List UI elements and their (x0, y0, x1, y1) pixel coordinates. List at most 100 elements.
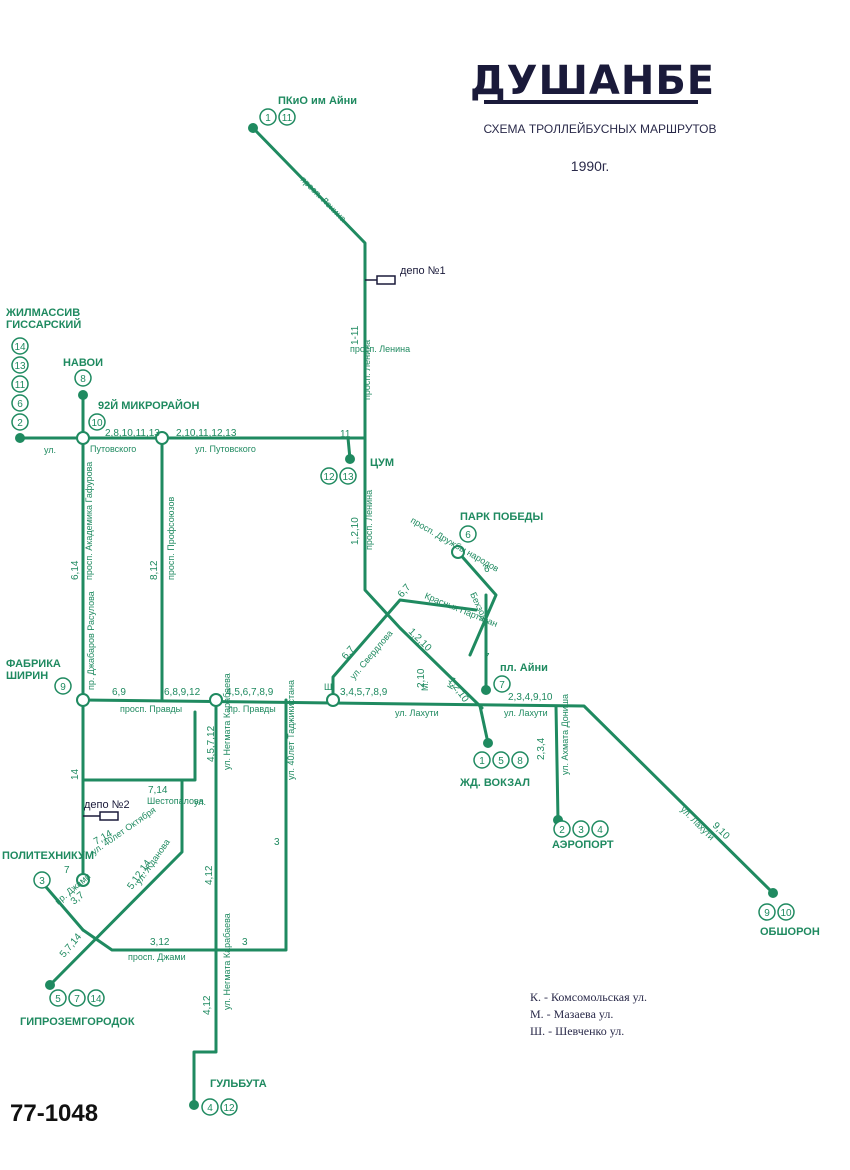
route-badge-number: 11 (15, 380, 26, 391)
route-numbers-label: 1,2,10 (446, 675, 471, 704)
route-badge-number: 7 (499, 680, 505, 691)
street-label: К. (445, 679, 458, 691)
line-lenina (251, 126, 484, 710)
route-badge-number: 9 (60, 682, 66, 693)
line-dzhami (38, 878, 85, 932)
route-badge (758, 903, 776, 921)
terminal-dot-gulbuta (189, 1100, 199, 1110)
route-badge-number: 13 (342, 472, 354, 483)
route-numbers-label: 9,10 (710, 820, 732, 842)
route-badge-number: 4 (207, 1103, 213, 1114)
route-badge (33, 871, 51, 889)
route-numbers-label: 2,3,4,9,10 (508, 692, 553, 703)
route-badge-number: 14 (90, 994, 102, 1005)
map-year: 1990г. (570, 158, 610, 174)
route-numbers-label: 1-11 (350, 325, 361, 345)
legend-item: М. - Мазаева ул. (530, 1007, 614, 1021)
route-badge (572, 820, 590, 838)
route-numbers-label: 1,2,10 (350, 517, 361, 545)
route-badge (11, 356, 29, 374)
line-druzhby (456, 550, 498, 657)
depot1-marker (376, 275, 396, 285)
street-label: ул. Лахути (395, 708, 439, 718)
street-label: просп. Ленина (350, 344, 410, 354)
junction-profsoyuzov (155, 431, 169, 445)
street-label: ул. (44, 445, 56, 455)
route-badge (320, 467, 338, 485)
route-badge-number: 5 (498, 756, 504, 767)
terminal-label-park_pobedy: ПАРК ПОБЕДЫ (460, 511, 543, 523)
street-label: ул. (194, 797, 206, 807)
route-numbers-label: 3,4,5,7,8,9 (340, 687, 388, 698)
terminal-label-giprozem: ГИПРОЗЕМГОРОДОК (20, 1016, 135, 1028)
depot1-label: депо №1 (400, 265, 446, 277)
route-numbers-label: 8,12 (149, 560, 160, 580)
street-label: просп. Правды (120, 704, 182, 714)
street-label: просп. Ленина (364, 490, 374, 550)
route-badge-number: 3 (39, 876, 45, 887)
terminal-dot-zhilmassiv (15, 433, 25, 443)
depot2-label: депо №2 (84, 799, 130, 811)
route-badge (11, 337, 29, 355)
junction-putovskogo (76, 431, 90, 445)
street-label: пр. Джабаров Расулова (86, 591, 96, 690)
route-numbers-label: 4,5,6,7,8,9 (226, 687, 274, 698)
line-vokzal (478, 704, 490, 745)
terminal-label-navoi: НАВОИ (63, 357, 103, 369)
terminal-dot-obshoron (768, 888, 778, 898)
street-label: пр. Правды (228, 704, 276, 714)
street-label: ул. Путовского (195, 444, 256, 454)
route-badge (259, 108, 277, 126)
route-badge-number: 2 (17, 418, 23, 429)
route-numbers-label: 7,14 (148, 785, 168, 796)
route-badge (492, 751, 510, 769)
route-badge-number: 6 (465, 530, 471, 541)
route-badge (278, 108, 296, 126)
line-sverdlova (331, 598, 478, 702)
street-label: ул. Негмата Карабаева (222, 673, 232, 770)
terminal-dot-vokzal (483, 738, 493, 748)
route-numbers-label: 3 (242, 937, 248, 948)
route-badge-number: 8 (80, 374, 86, 385)
page-subtitle: СХЕМА ТРОЛЛЕЙБУСНЫХ МАРШРУТОВ (483, 122, 717, 136)
terminal-dot-pkio (248, 123, 258, 133)
street-label: Путовского (90, 444, 136, 454)
legend-item: Ш. - Шевченко ул. (530, 1024, 625, 1038)
route-badge (68, 989, 86, 1007)
route-numbers-label: 2,3,4 (536, 737, 547, 760)
route-numbers-label: 6 (484, 564, 490, 575)
route-badge-number: 10 (780, 908, 792, 919)
route-badge (54, 677, 72, 695)
route-badge (220, 1098, 238, 1116)
street-label: просп. Ленина (362, 340, 372, 400)
street-label: М. (420, 681, 430, 691)
route-numbers-label: 3 (274, 837, 280, 848)
route-badge-number: 1 (265, 113, 271, 124)
junction-sverdlova (326, 693, 340, 707)
terminal-label-pkio: ПКиО им Айни (278, 95, 357, 107)
terminal-dot-navoi (78, 390, 88, 400)
junction-politeh (76, 873, 90, 887)
street-label: ул. Ахмата Дониша (560, 694, 570, 775)
terminal-label-obshoron: ОБШОРОН (760, 926, 820, 938)
depot2-marker (99, 811, 119, 821)
page-title: ДУШАНБЕ (470, 58, 716, 104)
junction-park-pobedy (451, 545, 465, 559)
route-numbers-label: 6,14 (70, 560, 81, 580)
route-badge-number: 5 (55, 994, 61, 1005)
route-badge-number: 7 (74, 994, 80, 1005)
route-badge-number: 12 (323, 472, 335, 483)
route-badge (74, 369, 92, 387)
terminal-label-micro92: 92Й МИКРОРАЙОН (98, 399, 200, 412)
route-numbers-label: 3,12 (150, 937, 170, 948)
route-badge-number: 1 (479, 756, 485, 767)
route-numbers-label: 6,8,9,12 (164, 687, 201, 698)
street-label: ул. 40лет Таджикистана (286, 680, 296, 780)
route-badge (49, 989, 67, 1007)
route-numbers-label: 7 (64, 865, 70, 876)
legend-item: К. - Комсомольская ул. (530, 990, 648, 1004)
route-badge (201, 1098, 219, 1116)
terminal-label-tsum: ЦУМ (370, 457, 394, 469)
